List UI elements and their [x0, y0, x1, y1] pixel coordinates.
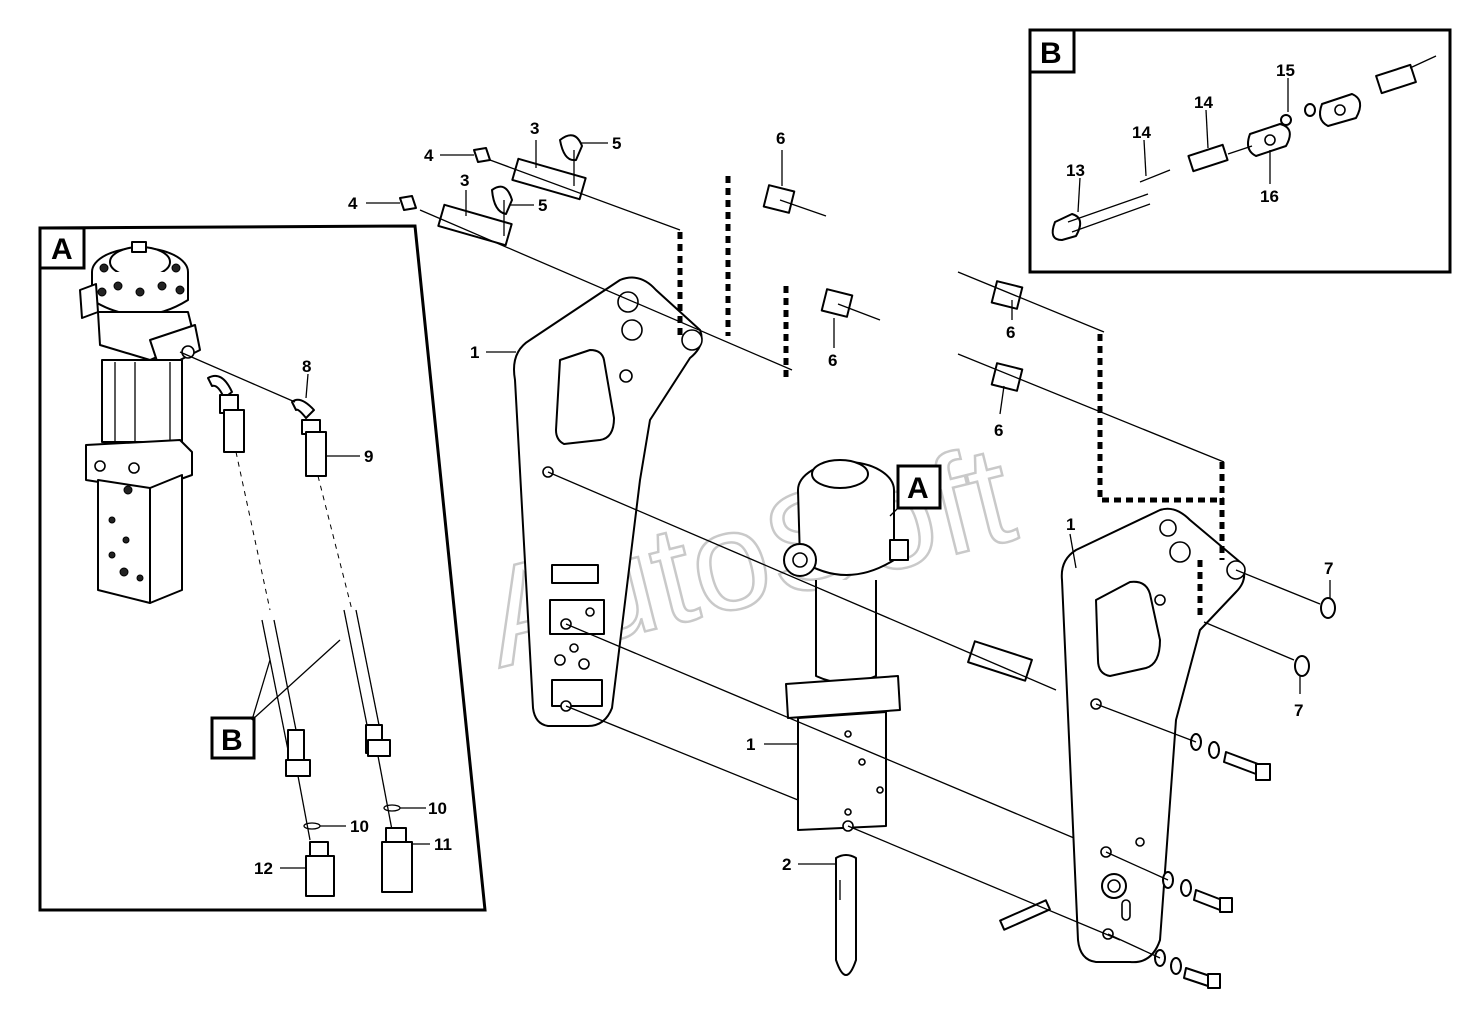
left-bracket — [513, 276, 703, 727]
label-6-top-bushing: 6 — [776, 129, 785, 148]
label-2-chisel: 2 — [782, 855, 791, 874]
detail-b-panel: B — [1028, 28, 1452, 274]
label-10-lower-ring: 10 — [350, 817, 369, 836]
label-1-right-bracket: 1 — [1066, 515, 1075, 534]
detail-b-label: B — [1040, 37, 1062, 70]
label-9-hose-fitting: 9 — [364, 447, 373, 466]
callout-a-box — [896, 464, 942, 510]
label-14-block: 14 — [1194, 93, 1213, 112]
label-1-breaker-body: 1 — [746, 735, 755, 754]
detail-a-panel: A — [38, 224, 487, 912]
label-8-elbow: 8 — [302, 357, 311, 376]
bushings — [762, 184, 1336, 677]
label-15-nut: 15 — [1276, 61, 1295, 80]
label-3-upper-pin: 3 — [530, 119, 539, 138]
label-7-upper-washer: 7 — [1324, 559, 1333, 578]
callout-b-in-detail-a: B — [221, 724, 243, 757]
label-4-upper-nipple: 4 — [424, 146, 434, 165]
right-bracket — [1060, 507, 1246, 964]
label-6-right-upper: 6 — [1006, 323, 1015, 342]
label-5-lower-clip: 5 — [538, 196, 547, 215]
label-13-pin: 13 — [1066, 161, 1085, 180]
label-7-lower-washer: 7 — [1294, 701, 1303, 720]
label-3-lower-pin: 3 — [460, 171, 469, 190]
hose-assembly-detail — [179, 351, 413, 897]
label-16-plate: 16 — [1260, 187, 1279, 206]
breaker-body — [783, 459, 1033, 832]
label-10-upper-ring: 10 — [428, 799, 447, 818]
label-5-upper-clip: 5 — [612, 134, 621, 153]
label-11-coupling: 11 — [434, 835, 452, 854]
chisel — [835, 854, 857, 976]
callout-a-on-breaker: A — [907, 472, 929, 505]
part-labels: 1 1 1 2 3 3 4 4 5 5 6 6 6 6 7 7 8 9 10 — [254, 61, 1333, 878]
label-6-right-lower: 6 — [994, 421, 1003, 440]
label-12-coupling: 12 — [254, 859, 273, 878]
assembly-lines — [419, 150, 1321, 959]
label-6-mid-bushing: 6 — [828, 351, 837, 370]
label-14-bolt: 14 — [1132, 123, 1151, 142]
breaker-head-detail — [79, 241, 201, 604]
label-1-left-bracket: 1 — [470, 343, 479, 362]
detail-a-label: A — [51, 233, 73, 266]
label-4-lower-nipple: 4 — [348, 194, 358, 213]
